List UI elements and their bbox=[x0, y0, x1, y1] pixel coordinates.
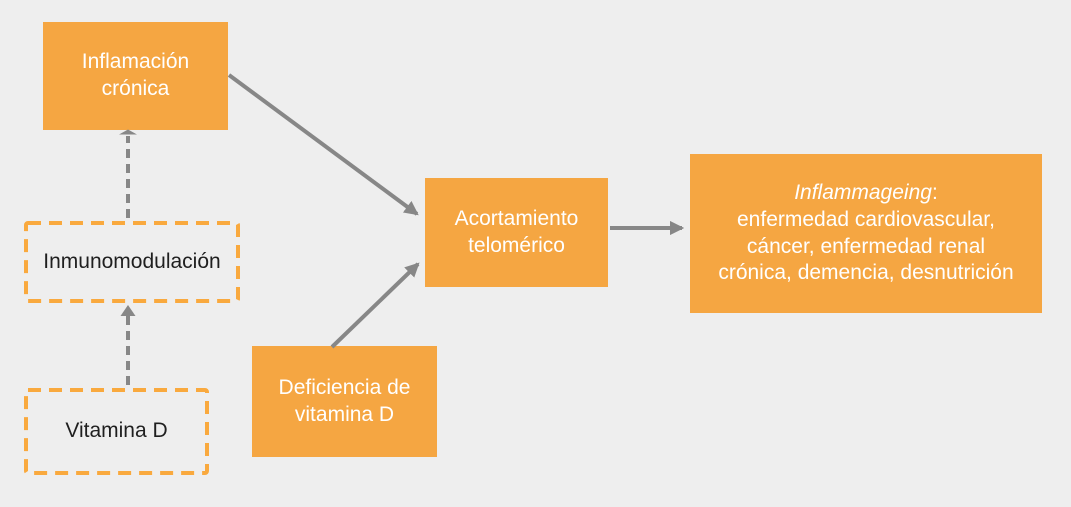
inflammageing-title-colon: : bbox=[931, 180, 938, 204]
inflammageing-line-3: crónica, demencia, desnutrición bbox=[718, 261, 1014, 285]
arrow-deficiencia-to-acortamiento bbox=[330, 262, 420, 349]
node-inflamacion-cronica: Inflamación crónica bbox=[43, 22, 228, 130]
node-inmunomodulacion: Inmunomodulación bbox=[24, 221, 240, 303]
node-acortamiento-telomerico: Acortamiento telomérico bbox=[425, 178, 608, 287]
inflammageing-line-1: enfermedad cardiovascular, bbox=[737, 207, 995, 231]
node-inflammageing: Inflammageing: enfermedad cardiovascular… bbox=[690, 154, 1042, 313]
arrow-vitamina-d-to-inmunomodulacion bbox=[120, 305, 136, 385]
arrow-inmunomodulacion-to-inflamacion bbox=[119, 129, 137, 218]
node-inmunomodulacion-label: Inmunomodulación bbox=[43, 249, 221, 273]
node-vitamina-d-label: Vitamina D bbox=[65, 419, 168, 443]
node-deficiencia-vitamina-d-label: Deficiencia de vitamina D bbox=[278, 375, 411, 426]
node-inflamacion-cronica-label: Inflamación crónica bbox=[81, 50, 190, 100]
inflammageing-title-word: Inflammageing bbox=[794, 180, 932, 204]
inflammageing-line-2: cáncer, enfermedad renal bbox=[746, 234, 986, 258]
node-deficiencia-vitamina-d: Deficiencia de vitamina D bbox=[252, 346, 437, 457]
node-acortamiento-telomerico-label: Acortamiento telomérico bbox=[454, 206, 579, 257]
inflammageing-title: Inflammageing: bbox=[718, 180, 1013, 207]
node-vitamina-d: Vitamina D bbox=[24, 388, 209, 475]
arrow-inflamacion-to-acortamiento bbox=[227, 73, 419, 216]
node-inflammageing-label: Inflammageing: enfermedad cardiovascular… bbox=[718, 180, 1013, 288]
